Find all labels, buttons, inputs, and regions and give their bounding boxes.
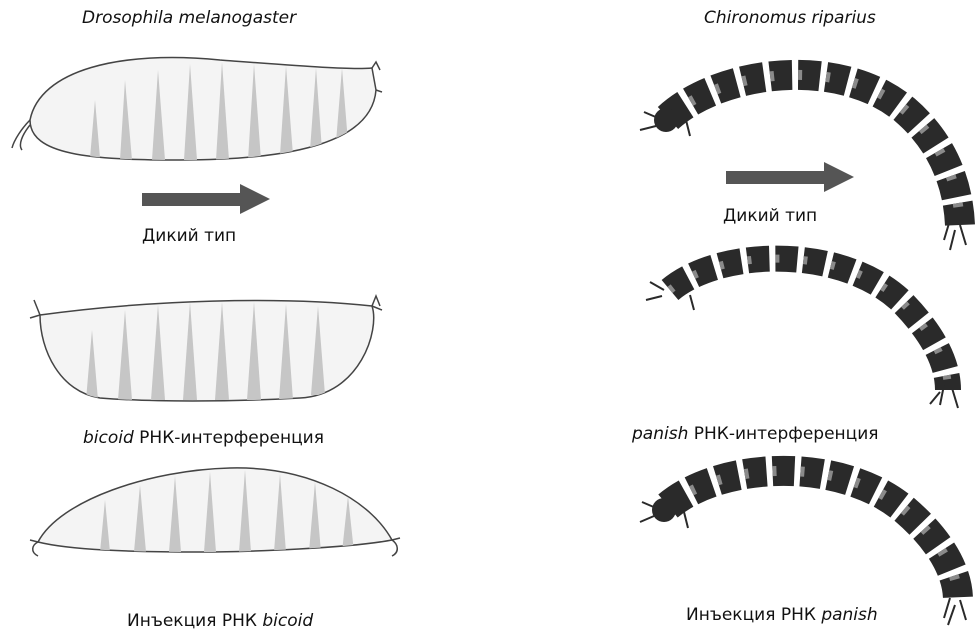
drosophila-bicoid-injection-larva	[30, 468, 400, 556]
chironomus-arrow	[726, 162, 854, 192]
chironomus-panish-rnai-larva	[646, 259, 958, 408]
chironomus-panish-injection-larva	[640, 471, 966, 625]
drosophila-arrow	[142, 184, 270, 214]
drosophila-wild-type-larva	[12, 58, 382, 161]
drosophila-bicoid-rnai-larva	[30, 296, 382, 401]
chironomus-wild-type-larva	[640, 75, 966, 250]
